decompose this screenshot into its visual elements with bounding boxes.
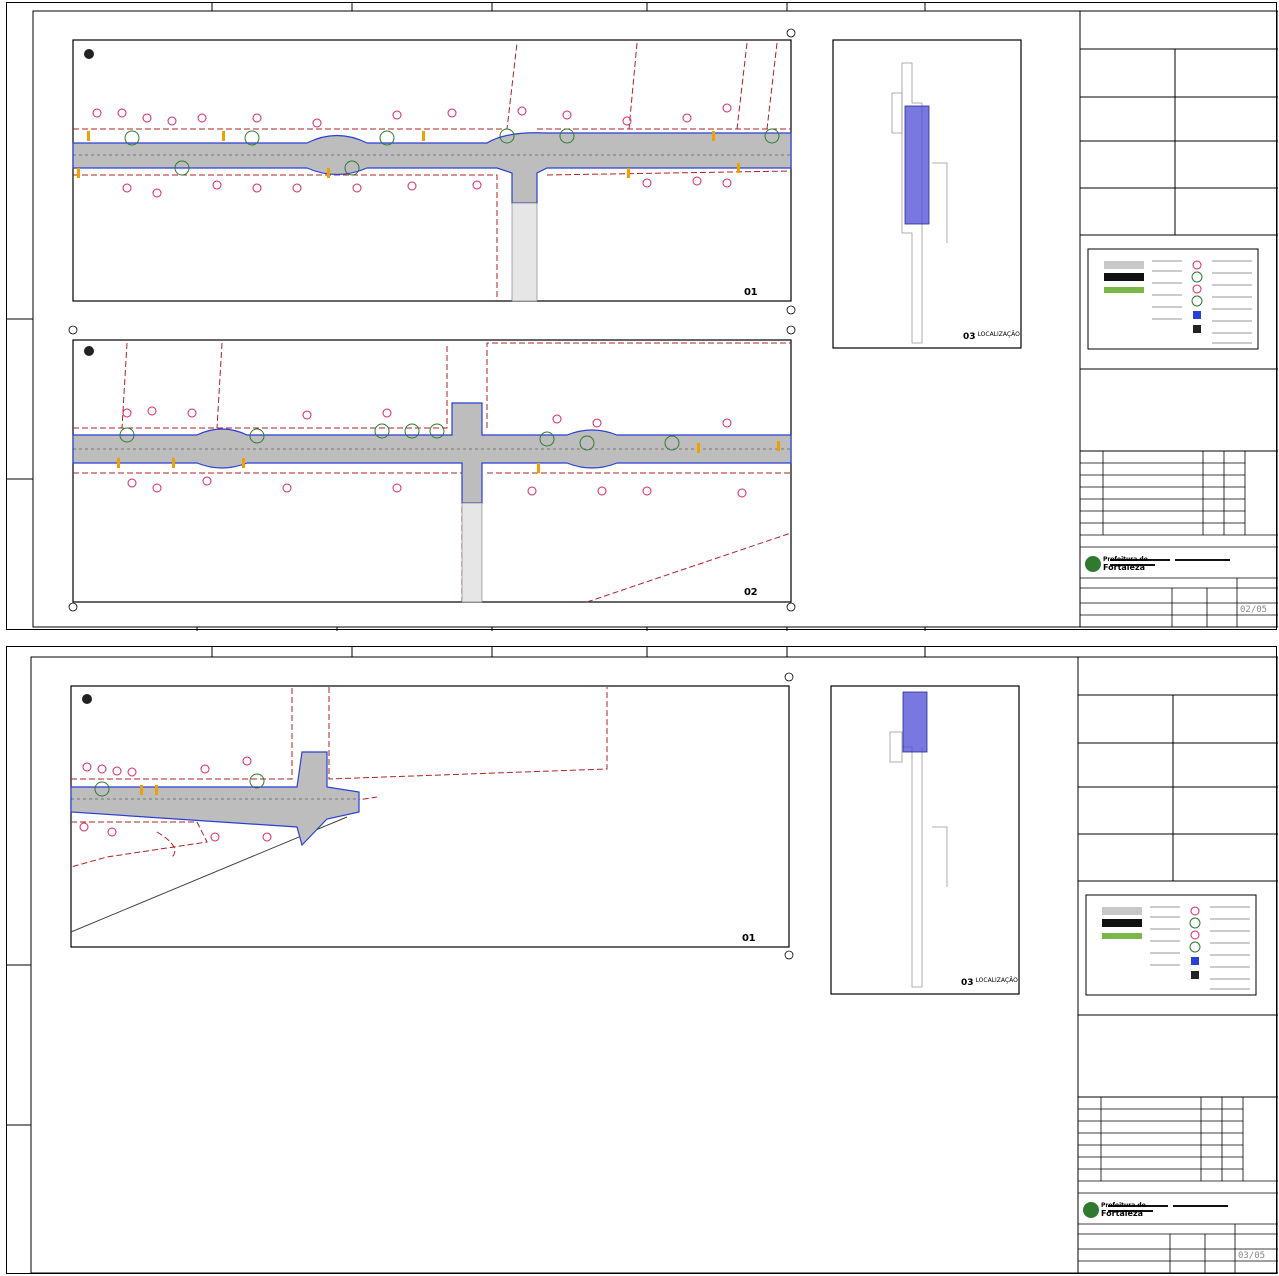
plan-02-label: 02: [744, 587, 758, 598]
organization-name: Prefeitura de Fortaleza: [1101, 1202, 1146, 1218]
sheet-number: 02/05: [1240, 605, 1268, 615]
plan-01-label: 01: [744, 287, 758, 298]
city-logo: [1083, 1202, 1099, 1218]
sheet-1-drawing: [7, 3, 1278, 631]
organization-name: Prefeitura de Fortaleza: [1103, 556, 1148, 572]
sheet-2-drawing: [7, 647, 1278, 1274]
plan-01-label: 01: [742, 933, 756, 944]
sheet-number: 03/05: [1238, 1251, 1266, 1261]
city-logo: [1085, 556, 1101, 572]
